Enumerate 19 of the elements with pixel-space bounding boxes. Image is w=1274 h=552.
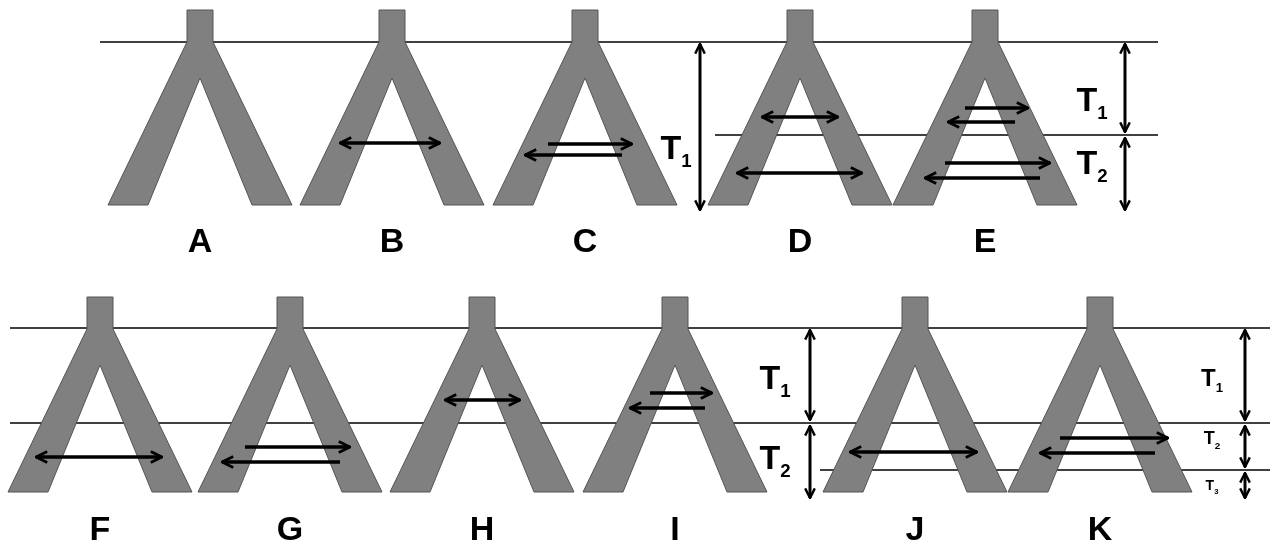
- time-label: T$_{1}$: [660, 129, 692, 171]
- panel-letter: F: [89, 511, 111, 545]
- time-label: T$_{2}$: [759, 439, 791, 481]
- time-label: T$_{2}$: [1076, 144, 1108, 186]
- panel-letter: K: [1087, 511, 1113, 545]
- panel-letter: I: [670, 511, 680, 545]
- panel-letter: G: [276, 511, 304, 545]
- time-label: T$_{3}$: [1205, 478, 1219, 496]
- panel-letter: J: [905, 511, 925, 545]
- time-label: T$_{2}$: [1203, 429, 1221, 451]
- time-label: T$_{1}$: [1201, 366, 1223, 394]
- panel-letter: E: [973, 223, 997, 257]
- panel-letter: B: [379, 223, 405, 257]
- time-label: T$_{1}$: [759, 359, 791, 401]
- panel-letter: A: [187, 223, 213, 257]
- time-label: T$_{1}$: [1076, 81, 1108, 123]
- panel-letter: C: [572, 223, 598, 257]
- panel-letter: H: [469, 511, 495, 545]
- panel-letter: D: [787, 223, 813, 257]
